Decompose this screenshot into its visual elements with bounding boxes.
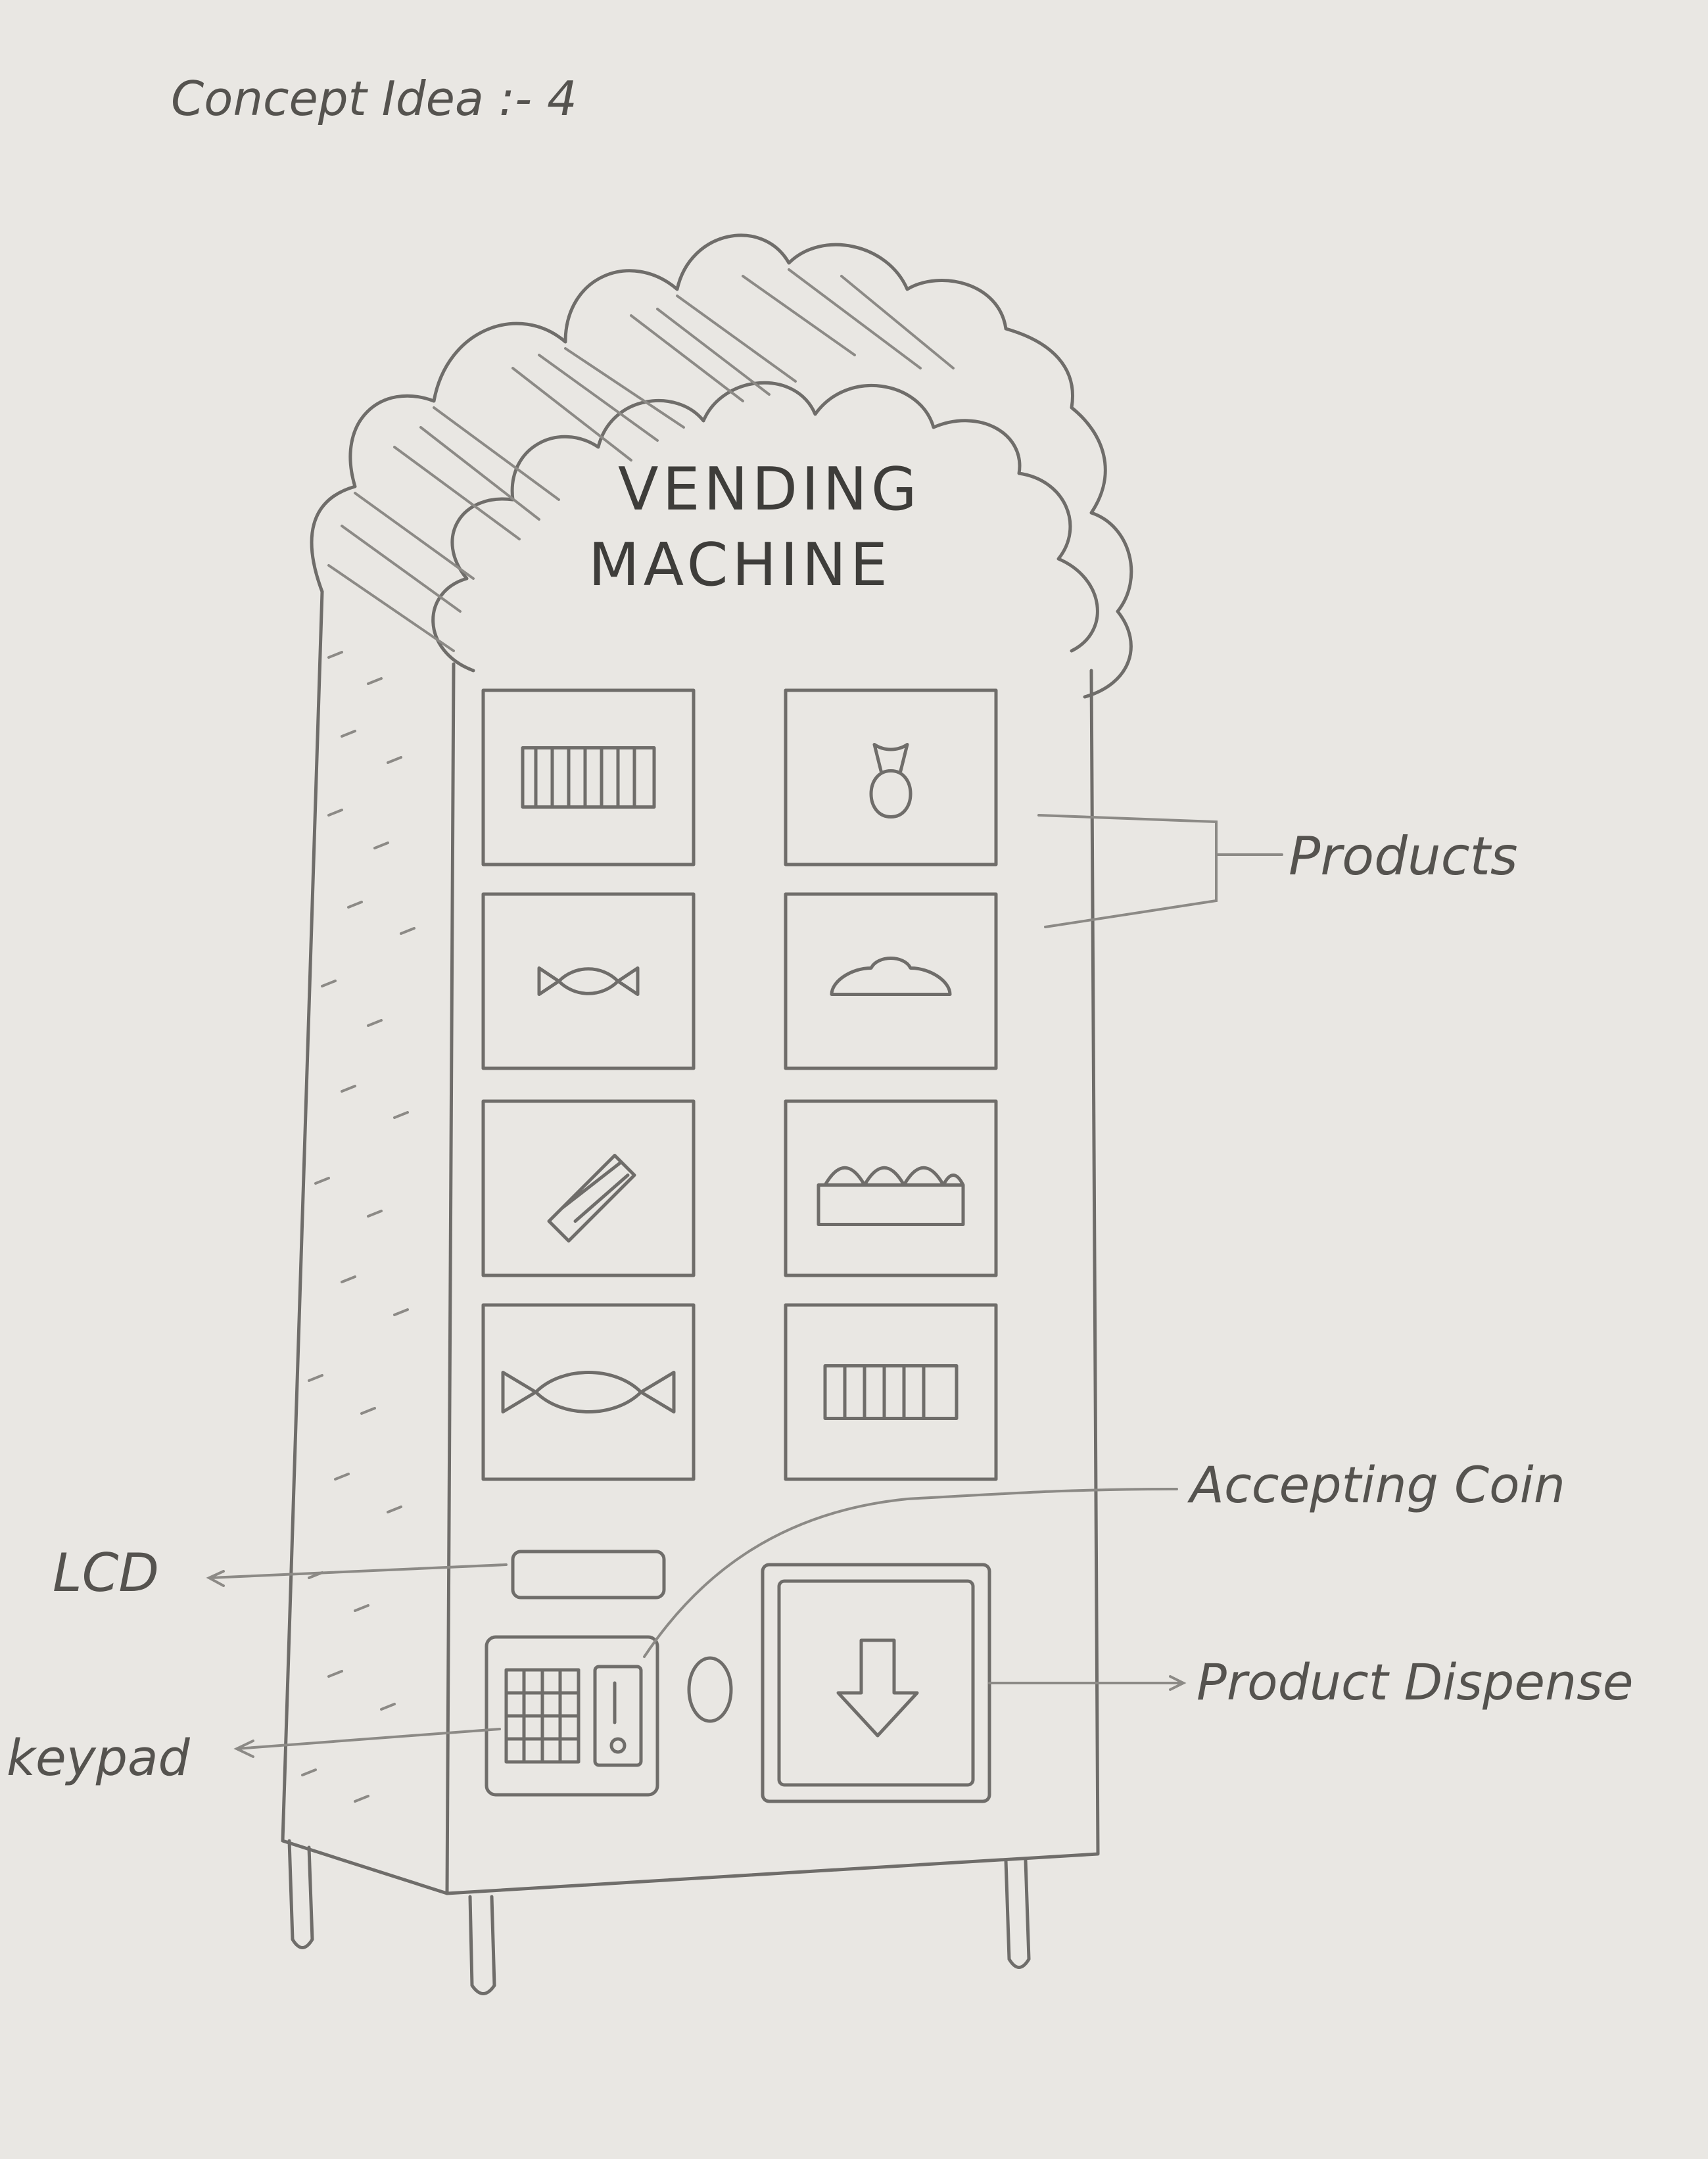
callouts	[206, 814, 1283, 1758]
keypad-label: keypad	[7, 1728, 191, 1787]
products-label: Products	[1289, 826, 1518, 887]
product-slot	[784, 1099, 998, 1277]
wafer-bar-icon	[823, 1364, 959, 1420]
wrapped-candy-icon	[537, 966, 640, 996]
lcd-screen	[511, 1550, 666, 1600]
machine-sign-line2: MACHINE	[588, 531, 891, 600]
large-candy-icon	[501, 1371, 676, 1413]
dispense-door	[761, 1563, 991, 1803]
products-callout-line	[1037, 814, 1283, 928]
product-dispense-label: Product Dispense	[1197, 1653, 1633, 1711]
product-slot	[481, 1099, 696, 1277]
coin-acceptor	[687, 1656, 733, 1723]
dispense-callout-line	[988, 1675, 1187, 1691]
product-slot	[481, 688, 696, 866]
keypad	[485, 1635, 659, 1797]
cloud-roof	[310, 233, 1133, 699]
down-arrow-icon	[836, 1638, 919, 1738]
legs	[287, 1839, 1031, 1995]
keypad-callout-line	[233, 1728, 501, 1758]
coin-slot-panel	[593, 1665, 643, 1767]
product-slot	[481, 892, 696, 1070]
cabinet	[281, 590, 1100, 1895]
machine-sign-line1: VENDING	[618, 455, 921, 524]
product-slot	[784, 688, 998, 866]
lcd-label: LCD	[53, 1542, 159, 1603]
side-shading	[301, 651, 415, 1803]
coin-callout-line	[643, 1488, 1178, 1658]
lcd-callout-line	[206, 1563, 508, 1587]
product-slot	[481, 1303, 696, 1481]
biscuit-pack-icon	[817, 1166, 965, 1226]
product-slot	[784, 1303, 998, 1481]
tilted-bar-icon	[547, 1154, 636, 1243]
product-slot	[784, 892, 998, 1070]
product-grid	[481, 688, 998, 1481]
bun-icon	[830, 957, 952, 996]
accepting-coin-label: Accepting Coin	[1187, 1456, 1565, 1514]
pouch-icon	[869, 743, 913, 819]
chocolate-bar-icon	[521, 746, 656, 809]
page-title: Concept Idea :- 4	[171, 71, 577, 126]
